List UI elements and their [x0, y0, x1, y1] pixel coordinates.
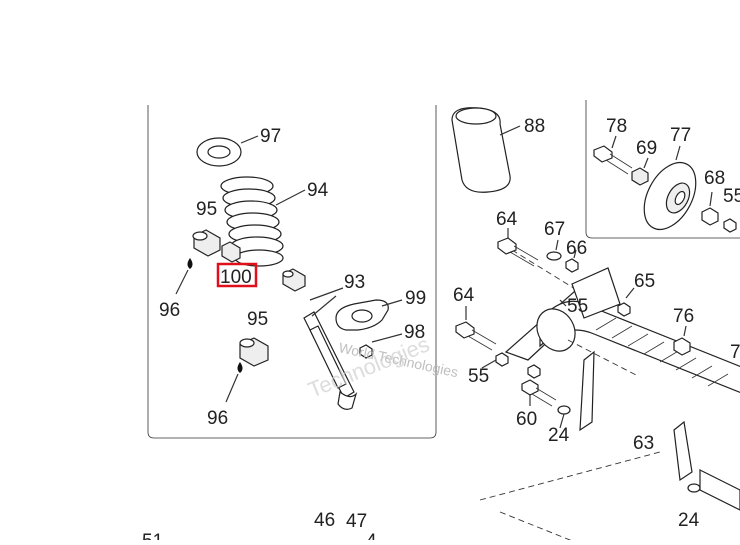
part-55-nut-a [617, 302, 631, 317]
callout-94: 94 [307, 180, 329, 201]
part-67-washer [546, 239, 562, 261]
callout-96-lower: 96 [207, 408, 228, 429]
callout-65: 65 [634, 271, 655, 292]
part-97-retainer [196, 135, 259, 167]
callout-100[interactable]: 100 [220, 267, 252, 288]
part-76-nut [673, 325, 691, 356]
part-94-spring [220, 176, 306, 267]
part-88-cover [451, 107, 521, 193]
wheel-group-frame [585, 100, 740, 239]
callout-60: 60 [516, 409, 537, 430]
callout-95-lower: 95 [247, 309, 268, 330]
callout-66: 66 [566, 238, 587, 259]
part-77-wheel [643, 145, 697, 231]
callout-95-upper: 95 [196, 199, 217, 220]
callout-24-b: 24 [678, 510, 700, 531]
part-78-bolt [593, 135, 633, 175]
callout-68: 68 [704, 168, 725, 189]
leader-lines [481, 299, 567, 429]
callout-64-upper: 64 [496, 209, 518, 230]
callout-77: 77 [670, 125, 691, 146]
callout-96-upper: 96 [159, 300, 180, 321]
callout-88: 88 [524, 116, 545, 137]
callout-76: 76 [673, 306, 694, 327]
callout-99: 99 [405, 288, 426, 309]
part-55-nut-b [495, 352, 541, 379]
callout-24-a: 24 [548, 425, 570, 446]
callout-51: 51 [142, 531, 163, 540]
callout-97: 97 [260, 126, 281, 147]
callout-67: 67 [544, 219, 565, 240]
callout-46: 46 [314, 510, 335, 531]
part-95-bushing-lower [239, 337, 269, 367]
callout-labels: 97 94 95 96 100 93 99 98 95 96 88 78 69 … [142, 116, 740, 545]
part-60-bolt [521, 379, 557, 407]
part-55-nut-c [723, 218, 737, 233]
callout-98: 98 [404, 322, 425, 343]
shock-group-frame [147, 105, 437, 439]
callout-7: 7 [730, 342, 740, 363]
callout-55-b: 55 [468, 366, 489, 387]
callout-47: 47 [346, 511, 367, 532]
part-99-flange [335, 299, 403, 331]
part-64-bolt-lower [455, 306, 497, 351]
callout-93: 93 [344, 272, 365, 293]
part-64-bolt-upper [497, 228, 539, 267]
part-65-bracket [571, 267, 635, 319]
part-93-top-bushing [282, 268, 306, 292]
part-68-nut [701, 191, 719, 226]
callout-63: 63 [633, 433, 654, 454]
part-95-bushing-upper [192, 229, 241, 263]
part-69-spacer [631, 157, 649, 186]
callout-55-right: 55 [723, 186, 740, 207]
part-98-fastener [359, 333, 403, 359]
callout-64-lower: 64 [453, 285, 475, 306]
part-96-grease-lower [225, 362, 243, 403]
callout-78: 78 [606, 116, 627, 137]
callout-55-a: 55 [567, 296, 588, 317]
callout-4: 4 [366, 531, 377, 540]
part-96-grease-upper [175, 258, 193, 295]
part-66-nut [565, 249, 579, 273]
callout-69: 69 [636, 138, 657, 159]
part-93-shock-body [303, 287, 358, 410]
part-100-highlight-box [216, 262, 258, 288]
